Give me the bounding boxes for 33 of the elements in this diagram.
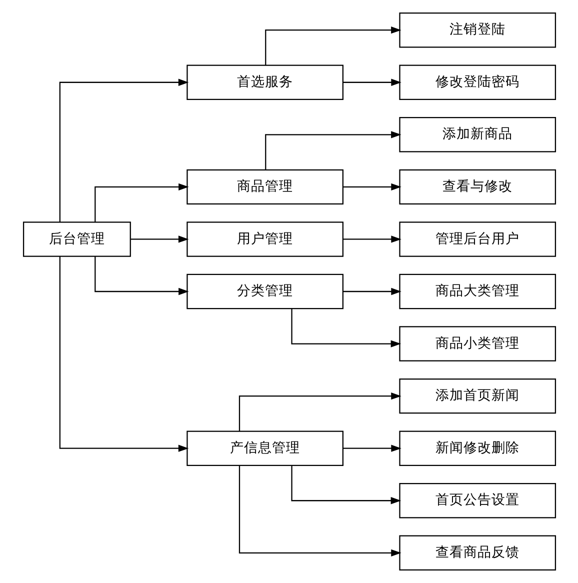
arrow [58,78,188,222]
arrow [342,183,401,191]
node-box: 修改登陆密码 [398,64,556,100]
arrow [342,288,401,296]
node-box: 添加新商品 [398,117,556,152]
node-box: 分类管理 [186,274,343,310]
node-box: 用户管理 [186,222,343,257]
arrow [130,236,188,243]
arrow [290,308,401,348]
arrow [264,26,401,66]
node-box: 产信息管理 [186,430,343,466]
node-box: 商品大类管理 [398,274,556,310]
arrow [94,256,188,296]
arrow [264,131,401,170]
arrow [290,465,401,504]
node-box: 商品管理 [186,169,343,205]
node-box: 查看与修改 [398,169,556,205]
node-box: 注销登陆 [398,12,556,48]
node-box: 后台管理 [22,222,130,257]
arrow [58,256,188,452]
arrow [342,78,401,86]
node-box: 管理后台用户 [398,222,556,257]
arrow [342,236,401,243]
arrow [238,466,401,556]
arrow [342,444,401,452]
node-box: 首选服务 [186,64,343,100]
arrow [238,392,401,432]
node-box: 新闻修改删除 [398,430,556,466]
node-box: 查看商品反馈 [398,535,556,571]
node-box: 添加首页新闻 [398,378,556,414]
arrow [94,183,188,222]
node-box: 首页公告设置 [398,483,556,518]
node-box: 商品小类管理 [398,326,556,362]
